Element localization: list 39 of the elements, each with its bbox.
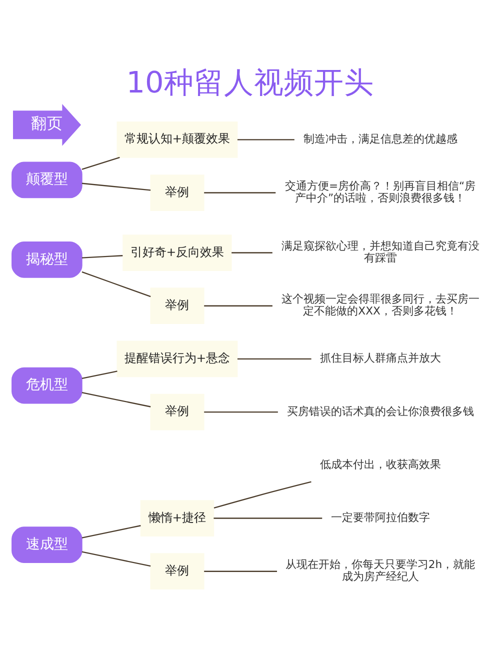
node-text: 这个视频一定会得罪很多同行，去买房一定不能做的XXX，否则多花钱！ xyxy=(281,292,480,318)
connector xyxy=(214,517,322,518)
connector xyxy=(204,410,278,412)
node-box: 懒惰+捷径 xyxy=(140,500,214,536)
diagram-title: 10种留人视频开头 xyxy=(126,64,374,99)
node-box: 举例 xyxy=(150,174,204,210)
node-text: 低成本付出，收获高效果 xyxy=(320,457,441,470)
connector xyxy=(204,304,272,306)
node-text: 满足窥探欲心理，并想知道自己究竟有没有踩雷 xyxy=(281,239,480,264)
node-box: 速成型 xyxy=(12,526,82,562)
connector xyxy=(82,182,151,190)
connector xyxy=(82,550,151,566)
node-text: 从现在开始，你每天只要学习2h，就能成为房产经纪人 xyxy=(285,558,476,583)
node-box: 引好奇+反向效果 xyxy=(122,234,232,270)
node-box: 揭秘型 xyxy=(12,240,82,278)
connector xyxy=(82,270,151,297)
connector xyxy=(237,358,312,360)
connector xyxy=(204,192,276,193)
node-box: 常规认知+颠覆效果 xyxy=(116,120,238,158)
node-text: 交通方便=房价高？！别再盲目相信“房产中介”的话啦，否则浪费很多钱！ xyxy=(284,179,476,204)
node-box: 提醒错误行为+悬念 xyxy=(116,340,238,377)
connector xyxy=(82,370,118,379)
connector xyxy=(82,156,120,170)
node-text: 抓住目标人群痛点并放大 xyxy=(320,351,441,364)
connector xyxy=(82,391,151,407)
connector xyxy=(82,524,141,538)
connector xyxy=(214,480,312,508)
node-box: 颠覆型 xyxy=(12,161,82,198)
connector xyxy=(232,252,272,253)
node-box: 举例 xyxy=(150,393,204,430)
node-text: 一定要带阿拉伯数字 xyxy=(330,510,430,524)
connector xyxy=(82,254,123,258)
connector xyxy=(237,138,294,140)
node-box: 举例 xyxy=(150,552,204,590)
connector xyxy=(204,570,277,572)
node-text: 买房错误的话术真的会让你浪费很多钱 xyxy=(286,404,474,418)
node-box: 危机型 xyxy=(12,366,82,404)
node-text: 制造冲击，满足信息差的优越感 xyxy=(303,132,458,145)
node-box: 举例 xyxy=(150,287,204,324)
